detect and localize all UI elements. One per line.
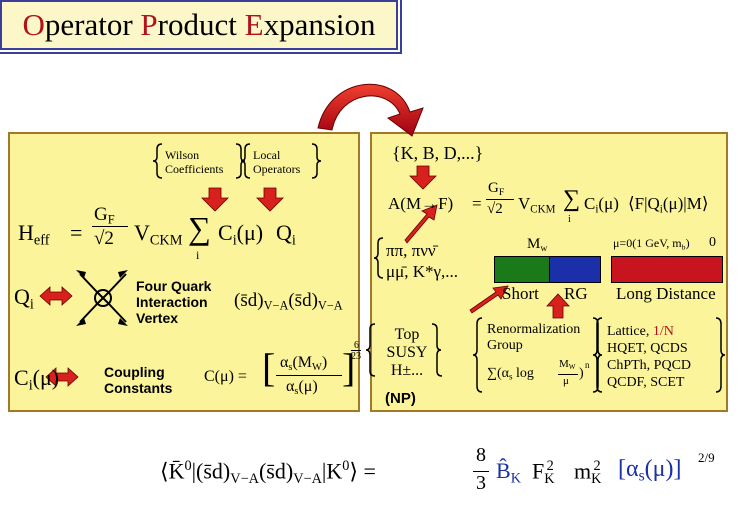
up-arrow-icon [546, 293, 570, 319]
double-arrow-icon [39, 286, 73, 306]
cmu-formula: C(μ) = [ αs(MW) αs(μ) ] 6 23 [204, 340, 361, 398]
zero-label: 0 [709, 235, 716, 250]
down-arrow-icon [409, 165, 437, 190]
long-distance-label: Long Distance [616, 284, 716, 303]
short-distance-bar [494, 256, 550, 283]
rg-label: RG [564, 284, 588, 303]
kbd-label: {K, B, D,...} [392, 143, 484, 163]
diagonal-arrow-icon [469, 285, 509, 314]
mu-scale-label: μ=0(1 GeV, mb) [613, 236, 690, 252]
curved-arrow-icon [317, 83, 424, 137]
four-quark-operator: (s̄d)V−A(s̄d)V−A [234, 290, 343, 313]
np-label: (NP) [385, 390, 416, 407]
amplitude-formula: A(M→F) = GF √2 VCKM ∑ i Ci(μ) ⟨F|Qi(μ)|M… [388, 180, 709, 225]
down-arrow-icon [256, 187, 284, 212]
mw-label: Mw [527, 236, 548, 254]
long-distance-bar [611, 256, 723, 283]
brace-icon [152, 143, 322, 179]
short-label: Short [502, 284, 539, 303]
double-arrow-icon [45, 367, 79, 387]
bottom-formula: ⟨K̄0|(s̄d)V−A(s̄d)V−A|K0⟩ = 8 3 B̂K FK2 … [160, 444, 715, 494]
final-states-list: ππ, πνν̄μμ̄, K*γ,... [386, 241, 459, 281]
diagonal-arrow-icon [404, 204, 438, 244]
qi-label: Qi [14, 284, 34, 313]
left-panel [8, 132, 360, 412]
brace-icon [365, 237, 726, 393]
ci-label: Ci(μ) [14, 365, 60, 394]
four-quark-vertex-icon [79, 273, 127, 323]
methods-list: Lattice, 1/N HQET, QCDS ChPTh, PQCD QCDF… [607, 324, 692, 390]
rg-bar [549, 256, 601, 283]
down-arrow-icon [201, 187, 229, 212]
renormalization-formula: ∑(αs log MW μ ) n [487, 358, 590, 387]
